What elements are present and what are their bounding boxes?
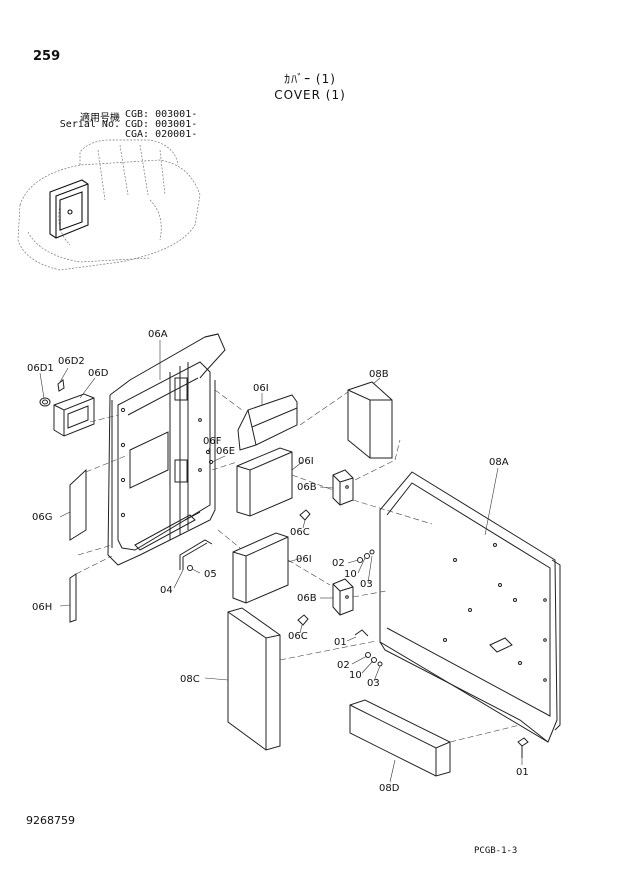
- callout-10: 10: [344, 569, 357, 580]
- part-08C-pad: [227, 607, 281, 751]
- page-title-english: COVER (1): [274, 88, 346, 102]
- callout-06D2: 06D2: [58, 356, 85, 367]
- callout-10: 10: [349, 670, 362, 681]
- fastener-stack-upper: [357, 549, 375, 563]
- leader-lines: [39, 340, 523, 783]
- serial-range: CGD: 003001-: [125, 119, 198, 130]
- bolt-01-bottom: [517, 737, 529, 758]
- callout-06D1: 06D1: [27, 363, 54, 374]
- callout-08D: 08D: [379, 783, 400, 794]
- alignment-lines: [75, 389, 521, 743]
- part-06B-bracket-upper: [332, 469, 354, 506]
- callout-06G: 06G: [32, 512, 52, 523]
- part-06I-sponge-middle: [236, 447, 293, 517]
- machine-locator-sketch: [17, 139, 201, 271]
- part-06C-pin-upper: [299, 509, 311, 521]
- callout-03: 03: [367, 678, 380, 689]
- callout-02: 02: [332, 558, 345, 569]
- part-05-bolt: [187, 565, 193, 571]
- callout-08B: 08B: [369, 369, 389, 380]
- applicability-label-en: Serial No.: [59, 119, 120, 130]
- page-title-japanese: ｶﾊﾞｰ (1): [284, 72, 336, 86]
- callout-05: 05: [204, 569, 217, 580]
- part-06B-bracket-lower: [332, 578, 354, 616]
- callout-06C: 06C: [290, 527, 310, 538]
- callout-06B: 06B: [297, 593, 317, 604]
- fastener-stack-lower: [354, 629, 383, 667]
- callout-03: 03: [360, 579, 373, 590]
- serial-range: CGB: 003001-: [125, 109, 198, 120]
- part-08A-side-panel: [379, 471, 561, 743]
- part-06D1-grommet: [39, 397, 51, 407]
- callout-08A: 08A: [489, 457, 509, 468]
- part-06C-pin-lower: [297, 614, 309, 626]
- callout-06D: 06D: [88, 368, 109, 379]
- callout-04: 04: [160, 585, 173, 596]
- callout-08C: 08C: [180, 674, 200, 685]
- part-08D-pad: [349, 699, 451, 777]
- part-06A-door-frame: [107, 333, 226, 566]
- part-06D-handle: [53, 393, 95, 437]
- serial-range: CGA: 020001-: [125, 129, 198, 140]
- callout-06A: 06A: [148, 329, 168, 340]
- callout-01: 01: [516, 767, 529, 778]
- callout-06E: 06E: [216, 446, 235, 457]
- document-number: 9268759: [26, 814, 75, 827]
- callout-06B: 06B: [297, 482, 317, 493]
- part-06I-sponge-upper: [237, 394, 298, 451]
- callout-06I: 06I: [298, 456, 314, 467]
- locator-highlight: [49, 179, 89, 239]
- part-06G-strip: [69, 468, 87, 541]
- part-04-rod: [179, 539, 213, 570]
- part-08B-pad: [347, 381, 393, 459]
- part-06I-sponge-lower: [232, 532, 289, 604]
- part-06D2-clip: [57, 379, 65, 392]
- callout-06I: 06I: [253, 383, 269, 394]
- callout-01: 01: [334, 637, 347, 648]
- page-code: PCGB-1-3: [474, 846, 518, 856]
- callout-labels: 06A 06D1 06D2 06D 06I 06F 06E 06I 06G 06…: [27, 329, 529, 794]
- part-06H-strip: [69, 573, 77, 623]
- callout-02: 02: [337, 660, 350, 671]
- callout-06I: 06I: [296, 554, 312, 565]
- callout-06C: 06C: [288, 631, 308, 642]
- page-number: 259: [33, 49, 61, 64]
- applicability-label-jp: 適用号機: [80, 113, 120, 124]
- callout-06F: 06F: [203, 436, 222, 447]
- callout-06H: 06H: [32, 602, 52, 613]
